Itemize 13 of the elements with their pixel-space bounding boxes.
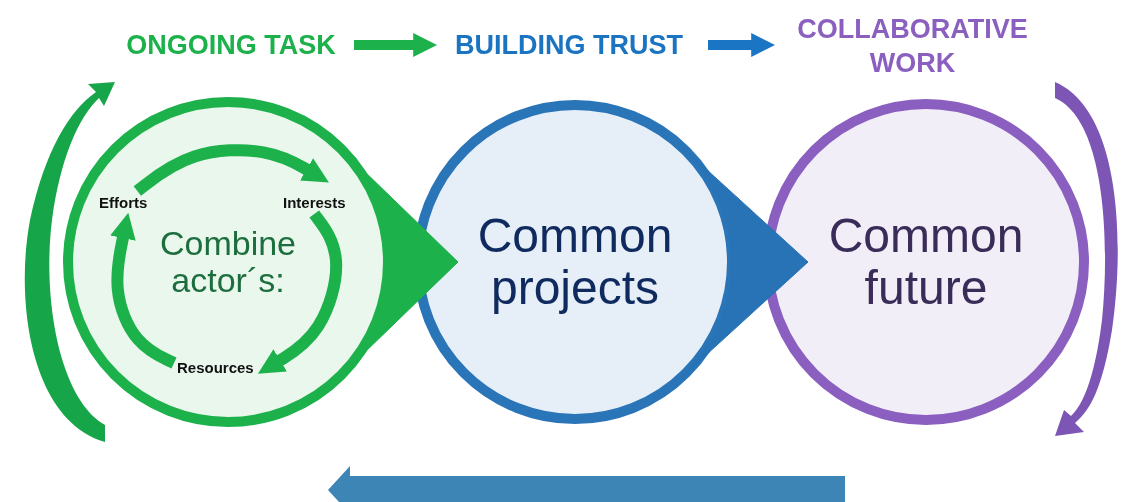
stage-text: Common future bbox=[827, 210, 1025, 314]
stage-heading: BUILDING TRUST bbox=[442, 28, 696, 62]
arrow bbox=[708, 33, 776, 57]
arrow bbox=[110, 212, 177, 369]
stage-heading: ONGOING TASK bbox=[120, 28, 342, 62]
cycle-label: Efforts bbox=[99, 194, 148, 211]
stage-heading: COLLABORATIVE WORK bbox=[780, 12, 1045, 80]
stage-text: Common projects bbox=[476, 210, 674, 314]
stage-text: Combine actor´s: bbox=[158, 225, 298, 299]
cycle-label: Interests bbox=[283, 194, 346, 211]
arrow bbox=[257, 210, 343, 374]
cycle-label: Resources bbox=[177, 359, 254, 376]
arrow bbox=[354, 33, 438, 57]
